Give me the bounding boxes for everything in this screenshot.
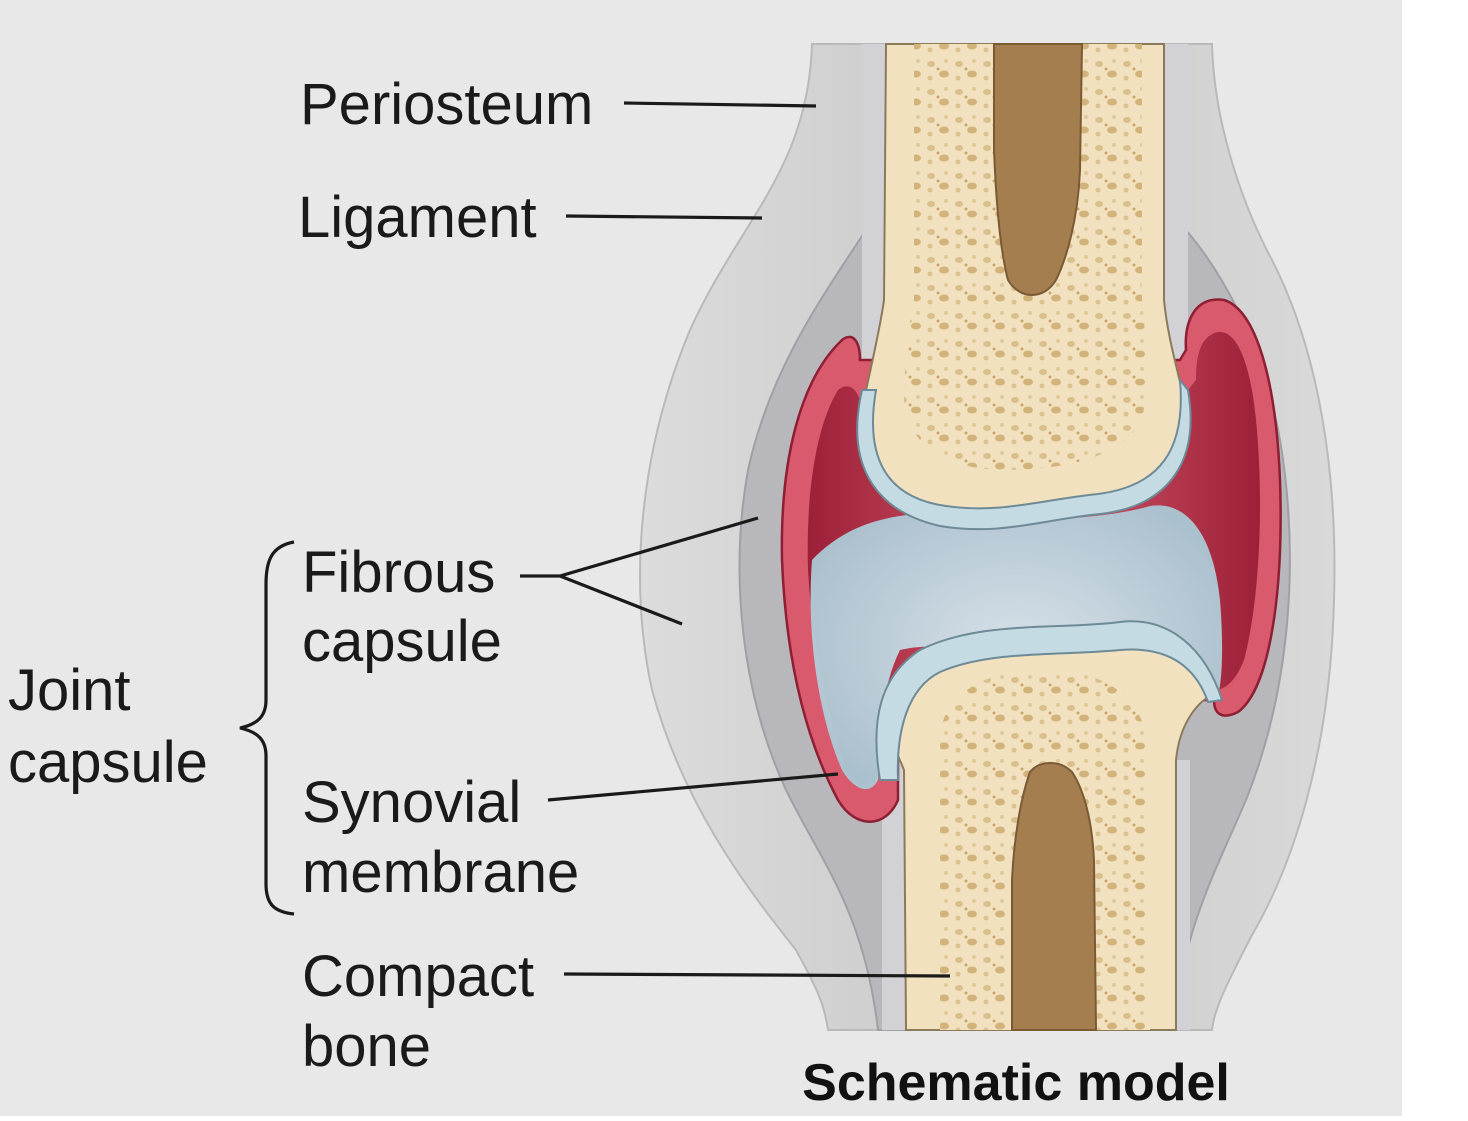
leader-periosteum [623,101,817,108]
label-compact-line2: bone [302,1014,431,1079]
leader-fibrous-capsule [520,516,759,626]
lower-marrow-cavity-shape [1011,762,1098,1031]
upper-cartilage-shape [856,376,1192,531]
label-joint-line1: Joint [8,658,131,723]
leader-synovial-membrane [547,772,839,802]
label-fibrous-line2: capsule [302,609,502,674]
label-ligament: Ligament [298,185,537,250]
lower-cartilage-shape [875,620,1224,781]
joint-capsule-brace [239,540,295,916]
label-joint-line2: capsule [8,730,208,795]
label-compact-line1: Compact [302,944,534,1009]
leader-ligament [565,214,763,220]
label-synovial-line2: membrane [302,840,579,905]
label-fibrous-line1: Fibrous [302,540,495,605]
diagram-caption: Schematic model [802,1054,1230,1112]
label-synovial-line1: Synovial [302,770,521,835]
leader-compact-bone [563,972,951,978]
label-periosteum: Periosteum [300,72,593,137]
upper-marrow-cavity-shape [993,43,1084,296]
